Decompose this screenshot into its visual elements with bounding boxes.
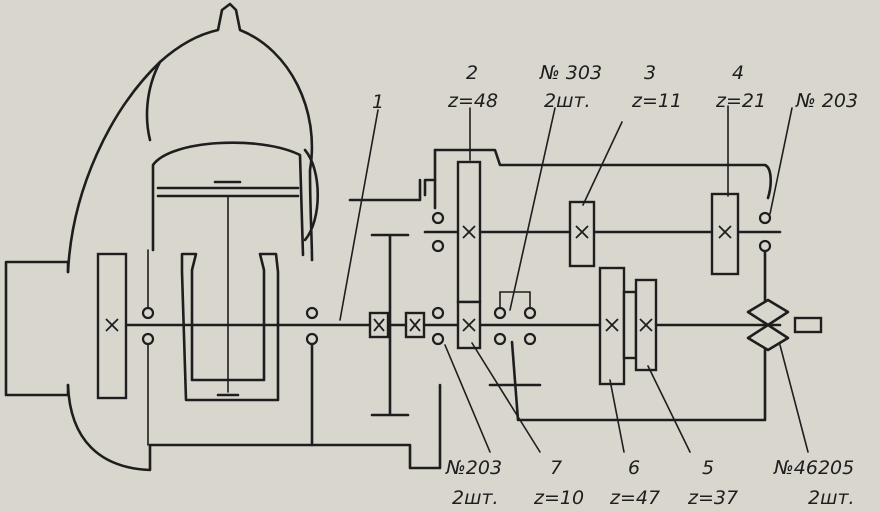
label-part-203-top: № 203	[795, 90, 858, 112]
label-qty-203-bottom: 2шт.	[452, 487, 499, 509]
label-part-2: 2	[466, 62, 478, 84]
label-z-5: z=37	[687, 487, 738, 509]
labels: 1 2 z=48 № 303 2шт. 3 z=11 4 z=21 № 203 …	[372, 62, 858, 509]
label-part-5: 5	[702, 457, 714, 479]
label-z-3: z=11	[631, 90, 682, 112]
gear-3	[568, 200, 596, 268]
gear-2	[456, 160, 482, 304]
clutch-disk	[368, 233, 426, 417]
label-z-4: z=21	[715, 90, 766, 112]
label-z-6: z=47	[609, 487, 660, 509]
gear-6	[598, 266, 626, 386]
label-part-4: 4	[732, 62, 744, 84]
label-part-46205: №46205	[773, 457, 854, 479]
bearings	[141, 211, 772, 446]
label-part-1: 1	[372, 91, 384, 113]
gear-hub	[622, 290, 638, 360]
label-z-7: z=10	[533, 487, 584, 509]
flywheel	[96, 252, 128, 400]
engine-housing	[4, 2, 442, 472]
output-bearing	[746, 298, 823, 352]
label-qty-303: 2шт.	[544, 90, 591, 112]
label-z-2: z=48	[447, 90, 498, 112]
main-shaft	[108, 323, 782, 447]
label-part-6: 6	[628, 457, 640, 479]
leader-lines	[339, 105, 809, 453]
gear-4	[710, 192, 740, 276]
label-part-7: 7	[550, 457, 562, 479]
gear-7	[456, 300, 482, 350]
label-part-203-bottom: №203	[445, 457, 502, 479]
label-qty-46205: 2шт.	[808, 487, 855, 509]
gear-5	[634, 278, 658, 372]
label-part-3: 3	[644, 62, 656, 84]
label-part-303: № 303	[539, 62, 602, 84]
